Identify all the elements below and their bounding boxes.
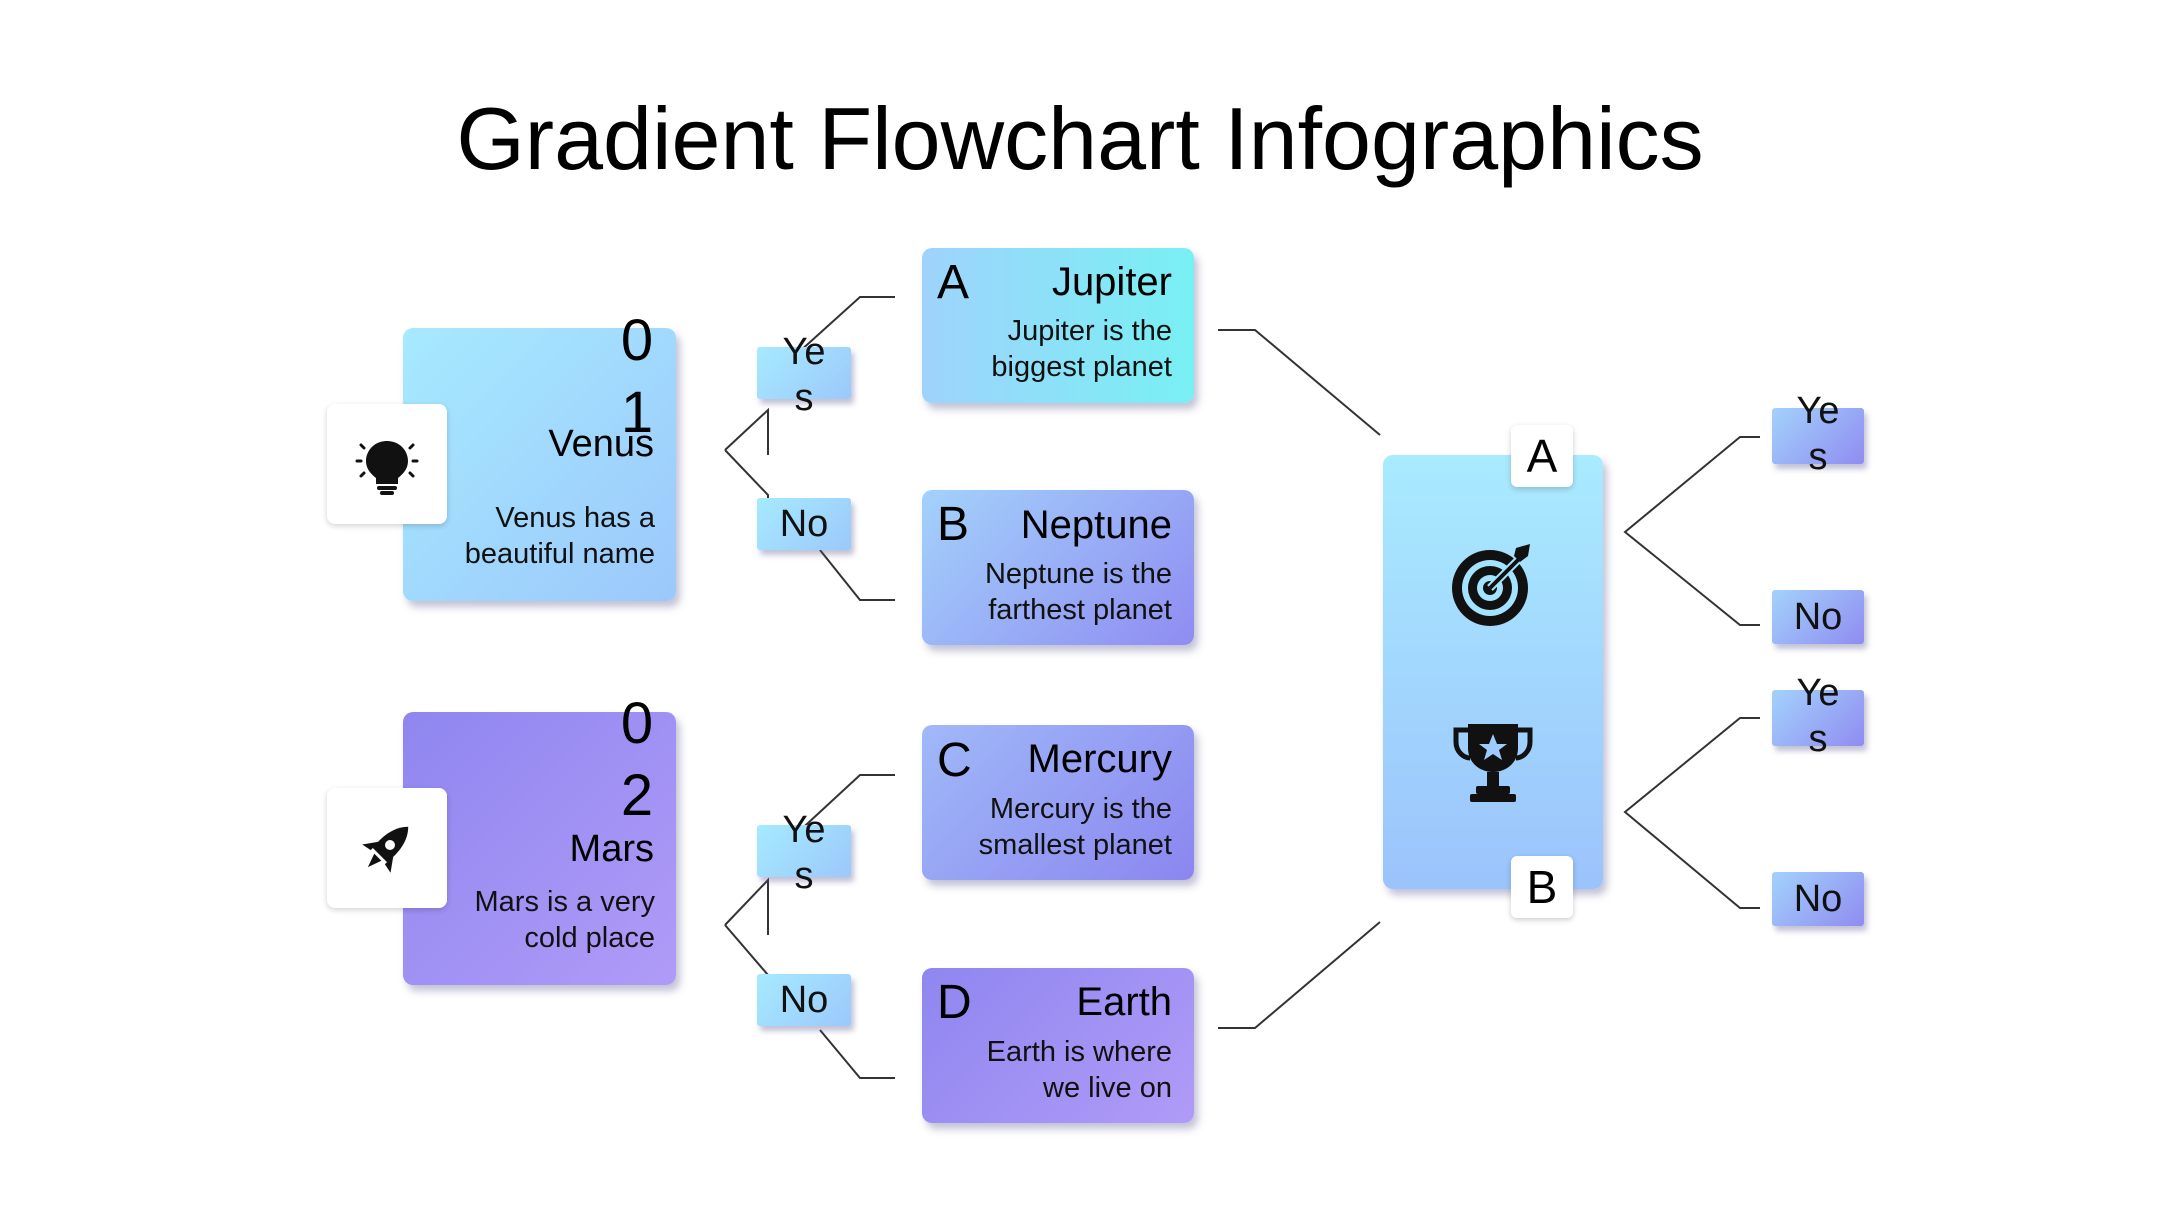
item-title: Venus (548, 423, 654, 465)
item-desc-line1: Venus has a (495, 502, 655, 534)
rocket-icon (362, 826, 409, 873)
item-desc-line2: cold place (524, 922, 655, 954)
right-no-label: No (1772, 872, 1864, 926)
right-no-label: No (1772, 590, 1864, 644)
item-desc-line2: beautiful name (464, 538, 655, 570)
card-title: Neptune (1020, 503, 1172, 547)
center-tag-a: A (1511, 425, 1573, 487)
card-desc-line2: smallest planet (978, 829, 1172, 861)
center-tag-b: B (1511, 856, 1573, 918)
yes-label: Yes (757, 809, 851, 897)
card-title: Earth (1076, 980, 1172, 1024)
lightbulb-icon-box (327, 404, 447, 524)
item-venus-card (403, 328, 676, 601)
trophy-icon (1453, 724, 1533, 802)
no-label: No (757, 974, 851, 1026)
card-desc-line2: farthest planet (988, 594, 1172, 626)
right-yes-label: Ye s (1772, 390, 1864, 478)
page-title: Gradient Flowchart Infographics (456, 89, 1704, 188)
lightbulb-icon (355, 441, 419, 495)
yes-label: Yes (757, 331, 851, 419)
card-mercury (922, 725, 1194, 880)
card-letter: C (937, 734, 972, 787)
item-desc-line1: Mars is a very (474, 886, 655, 918)
card-letter: D (937, 976, 972, 1029)
item-mars-card (403, 712, 676, 985)
rocket-icon-box (327, 788, 447, 908)
card-letter: A (937, 256, 970, 309)
card-neptune (922, 490, 1194, 645)
no-label: No (757, 498, 851, 550)
card-jupiter (922, 248, 1194, 403)
card-desc-line2: we live on (1043, 1072, 1172, 1104)
card-letter: B (937, 498, 970, 551)
card-title: Jupiter (1051, 260, 1172, 304)
target-icon (1452, 544, 1530, 626)
item-number: 01 (620, 308, 654, 445)
item-number: 02 (620, 691, 654, 828)
card-desc-line1: Jupiter is the (1007, 315, 1172, 347)
right-yes-label: Ye s (1772, 672, 1864, 760)
card-desc-line1: Neptune is the (984, 558, 1172, 590)
center-panel (1383, 455, 1603, 889)
card-title: Mercury (1027, 737, 1172, 781)
card-desc-line1: Mercury is the (989, 793, 1172, 825)
card-desc-line1: Earth is where (986, 1036, 1172, 1068)
card-desc-line2: biggest planet (991, 351, 1172, 383)
item-title: Mars (569, 828, 654, 870)
card-earth (922, 968, 1194, 1123)
